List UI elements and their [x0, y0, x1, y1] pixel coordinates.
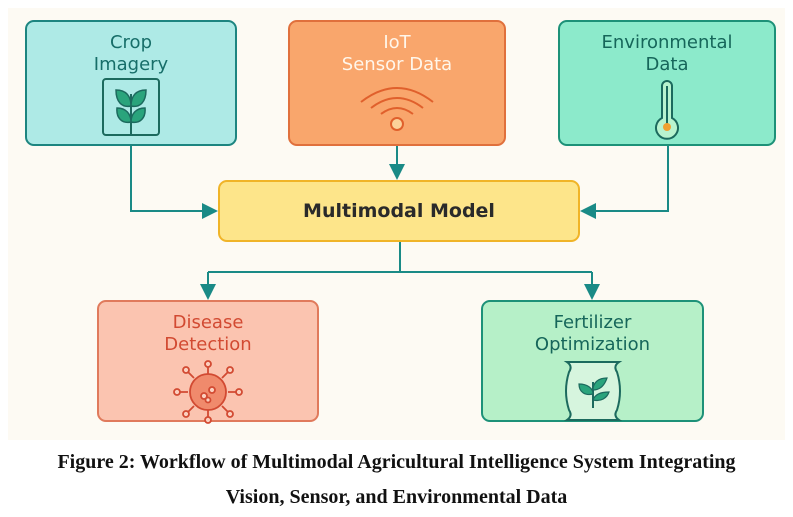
- figure-caption-line2: Vision, Sensor, and Environmental Data: [225, 486, 568, 508]
- thermometer-icon: [655, 80, 679, 140]
- env-title: Environmental: [601, 32, 733, 53]
- disease-subtitle: Detection: [164, 334, 252, 355]
- multimodal-model-box: Multimodal Model: [218, 180, 580, 242]
- arrow-crop-to-model: [130, 145, 218, 219]
- connector-model-down: [208, 242, 592, 273]
- crop-imagery-subtitle: Imagery: [93, 54, 169, 75]
- wifi-signal-icon: [360, 87, 434, 131]
- fertilizer-bag-icon: [563, 361, 622, 421]
- env-subtitle: Data: [645, 54, 689, 75]
- crop-imagery-title: Crop: [109, 32, 152, 53]
- iot-subtitle: Sensor Data: [341, 54, 453, 75]
- multimodal-model-label: Multimodal Model: [303, 200, 495, 222]
- iot-title: IoT: [383, 32, 411, 53]
- figure-caption-line1: Figure 2: Workflow of Multimodal Agricul…: [57, 451, 736, 473]
- virus-icon: [173, 360, 243, 424]
- fertilizer-title: Fertilizer: [553, 312, 632, 333]
- plant-icon: [102, 78, 160, 136]
- arrow-env-to-model: [580, 145, 669, 219]
- fertilizer-subtitle: Optimization: [534, 334, 651, 355]
- disease-title: Disease: [172, 312, 244, 333]
